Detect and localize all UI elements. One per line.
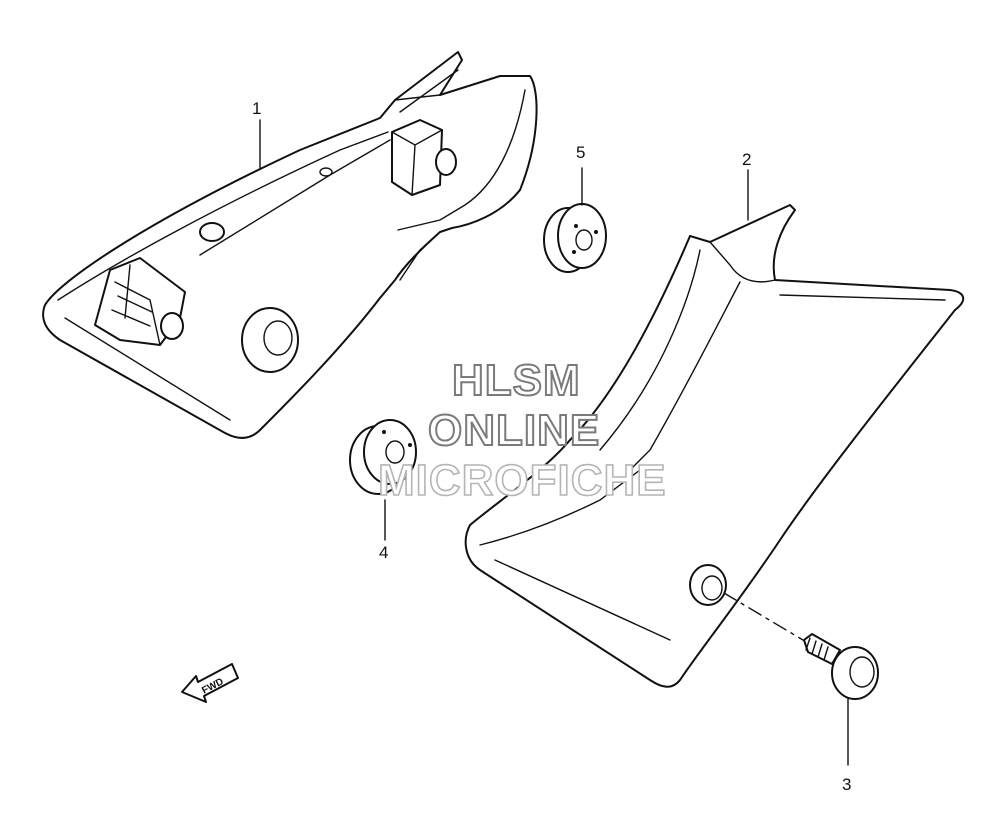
- watermark-line-3: MICROFICHE: [377, 455, 667, 506]
- part-2-side-cover-right: [464, 204, 965, 688]
- callout-5: 5: [576, 143, 585, 162]
- callout-2: 2: [742, 150, 751, 169]
- part-4-grommet: [349, 419, 417, 541]
- watermark-line-2: ONLINE: [427, 405, 601, 456]
- callout-1: 1: [252, 99, 261, 118]
- part-5-grommet: [543, 167, 607, 273]
- part-3-screw: [723, 592, 879, 766]
- part-1-frame-cover-left: [42, 51, 538, 439]
- callout-4: 4: [379, 543, 388, 562]
- watermark-line-1: HLSM: [451, 355, 581, 406]
- callout-3: 3: [842, 775, 851, 794]
- fwd-arrow-icon: FWD: [181, 663, 239, 703]
